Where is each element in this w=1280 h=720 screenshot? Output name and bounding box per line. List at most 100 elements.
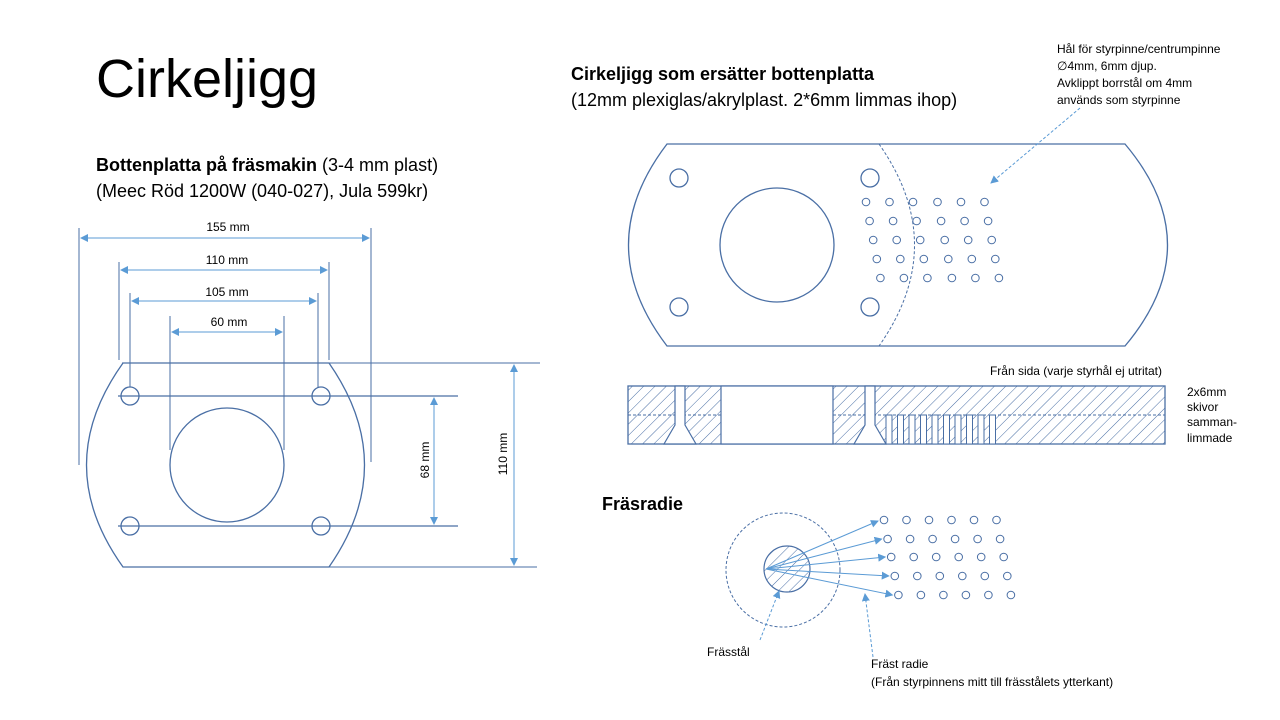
guide-hole [888,216,898,226]
guide-hole [967,254,977,264]
guide-hole [933,197,942,207]
dim-60-label: 60 mm [211,315,248,329]
cirkeljigg-screw-hole [860,297,880,317]
guide-hole [885,197,894,207]
bottenplatta-heading: Bottenplatta på fräsmakin (3-4 mm plast)… [96,152,438,204]
side-slot [954,414,962,445]
guide-hole [896,254,905,264]
guide-hole [994,273,1004,283]
side-view [627,385,1166,445]
hole-note-line: Hål för styrpinne/centrumpinne [1057,42,1221,56]
guide-hole [939,590,948,600]
frasstal-pointer [759,590,781,641]
guide-hole [924,515,934,525]
frasradie-drawing [725,512,1016,658]
guide-hole [980,197,989,207]
guide-hole [912,216,921,226]
guide-hole [905,534,915,544]
guide-hole [865,216,874,226]
bottenplatta-dimensions [80,234,518,566]
layer-label-line: limmade [1187,431,1233,445]
guide-hole [944,254,953,264]
guide-hole [992,515,1001,525]
side-slot [966,414,973,445]
side-slot [885,414,893,445]
guide-hole [876,273,885,283]
bottenplatta-dimension-labels: 155 mm 110 mm 105 mm 60 mm 68 mm 110 mm [205,220,510,478]
guide-hole [1003,571,1012,581]
guide-hole [940,235,950,245]
frasstal-cutter [763,545,811,593]
side-slot [897,414,904,445]
frasradie-guide-holes [879,515,1016,600]
guide-hole [892,235,902,245]
guide-hole [947,273,957,283]
radius-arrow [765,536,883,570]
side-view-label: Från sida (varje styrhål ej utritat) [990,364,1162,378]
guide-hole [902,515,911,525]
side-slot [920,414,927,445]
guide-hole [868,235,878,245]
hole-note-line: ∅4mm, 6mm djup. [1057,59,1157,73]
guide-hole [879,515,889,525]
radie-pointer [861,593,874,658]
dim-68-label: 68 mm [418,442,432,479]
guide-hole [963,235,973,245]
layer-label-line: skivor [1187,400,1218,414]
layer-label-line: 2x6mm [1187,385,1226,399]
guide-hole [980,571,990,581]
frasstal-label: Frässtål [707,645,750,659]
guide-hole [908,197,918,207]
guide-hole [916,590,926,600]
radius-arrow [765,568,890,580]
guide-hole [984,590,993,600]
guide-hole [923,273,932,283]
page-title: Cirkeljigg [96,49,319,109]
side-view-countersink [662,385,698,445]
guide-hole [969,515,979,525]
guide-hole [983,216,993,226]
bottenplatta-outline [85,362,366,568]
hole-note-line: Avklippt borrstål om 4mm [1057,76,1193,90]
layer-label: 2x6mm skivor samman- limmade [1187,385,1237,445]
guide-hole [954,552,964,562]
side-slot [989,414,996,445]
dim-155-label: 155 mm [206,220,249,234]
guide-hole [960,216,969,226]
side-slot [977,414,985,445]
cirkeljigg-screw-hole [860,168,880,188]
guide-hole [991,254,1000,264]
dim-110h-label: 110 mm [496,433,510,475]
guide-hole [886,552,896,562]
bottenplatta-drawing [85,362,458,568]
guide-hole [958,571,967,581]
bottenplatta-subheading: (Meec Röd 1200W (040-027), Jula 599kr) [96,181,429,201]
guide-hole [913,571,922,581]
cirkeljigg-drawing [627,143,1169,347]
guide-hole [931,552,941,562]
cirkeljigg-subheading: (12mm plexiglas/akrylplast. 2*6mm limmas… [571,90,958,110]
guide-hole [936,216,946,226]
radius-arrow [765,553,887,570]
bottenplatta-heading-bold: Bottenplatta på fräsmakin [96,155,318,175]
hole-note: Hål för styrpinne/centrumpinne ∅4mm, 6mm… [1057,41,1220,109]
cirkeljigg-base-arc [878,143,915,347]
bottenplatta-heading-rest: (3-4 mm plast) [317,155,439,175]
guide-hole [973,534,982,544]
radie-note: (Från styrpinnens mitt till frässtålets … [871,675,1113,689]
dim-105-label: 105 mm [205,285,248,299]
guide-hole [935,571,945,581]
guide-hole [915,235,925,245]
frasradie-heading: Fräsradie [602,494,684,514]
radius-arrow [765,568,894,598]
guide-hole [894,590,903,600]
guide-hole [890,571,900,581]
cirkeljigg-heading-bold: Cirkeljigg som ersätter bottenplatta [571,64,875,84]
guide-hole [919,254,929,264]
side-slot [943,414,950,445]
hole-note-pointer [990,107,1081,184]
guide-hole [956,197,966,207]
frasradie-radius-circle [725,512,841,628]
guide-hole [971,273,980,283]
cirkeljigg-heading: Cirkeljigg som ersätter bottenplatta (12… [571,61,957,113]
